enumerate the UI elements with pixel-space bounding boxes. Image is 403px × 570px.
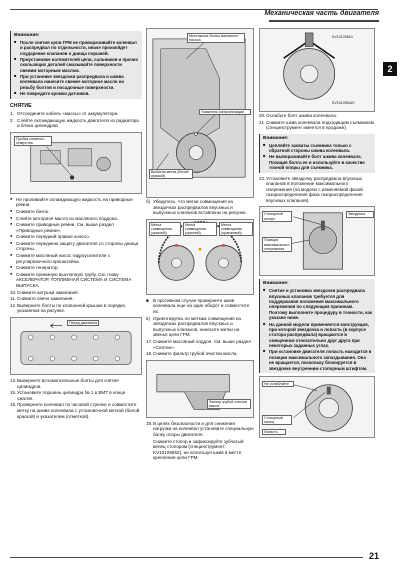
header-rule (10, 9, 378, 10)
bullet-item: Снимите приводные ремни. См. выше раздел… (10, 222, 142, 233)
warning-item: Не повредите кромки датчиков. (14, 91, 139, 96)
step-item: 21.Снимите шкив коленвала подходящим съе… (259, 119, 374, 131)
bullet-item: Слейте моторное масло из масляного поддо… (10, 216, 142, 222)
figure-callout: Позиция максимального опережения (262, 237, 292, 252)
warning-item: Не выворачивайте болт шкива коленвала. П… (263, 154, 372, 170)
warning-item: Снятие и установка звездочки распредвала… (263, 288, 372, 320)
step-item: 10.Снимите катушки зажигания. (10, 289, 79, 295)
bullet-item: Снимите приемную выхлопную трубу. См. гл… (10, 272, 142, 289)
chapter-tab: 2 (383, 62, 397, 76)
figure-callout: Звездочка (346, 211, 374, 218)
warning-box: Внимание: Снятие и установка звездочки р… (259, 279, 375, 373)
engine-block-drawing (30, 142, 122, 182)
step-item: 13.Выверните вспомогательные болты для с… (10, 378, 119, 389)
advance-position-figure: Стопорный штифт Звездочка Позиция максим… (259, 206, 375, 277)
column-left: Внимание: После снятия цепи ГРМ не прово… (10, 28, 142, 419)
warning-item: При остановке двигателя лопасть находитс… (263, 349, 372, 371)
warning-item: При установке звездочки распредвала и шк… (14, 74, 139, 90)
warning-item: На данной модели применяется конструкция… (263, 322, 372, 349)
tool-code: KV10105MU0 (332, 101, 355, 105)
figure-callout: Метка совмещения (оранжевой) (219, 221, 253, 237)
warning-title: Внимание: (14, 33, 40, 38)
sprockets-drawing (157, 221, 243, 281)
figure-callout: Пробка сливного отверстия (14, 135, 52, 146)
figure-callout: Монтажные болты масляного насоса (187, 33, 245, 44)
oil-strainer-figure: Фильтр грубой очистки масла (146, 359, 254, 418)
column-right: KV10109810 KV10105MU0 20.Ослабьте болт ш… (259, 28, 375, 441)
puller-figure: KV10109810 KV10105MU0 (259, 28, 375, 112)
drain-plug-figure: Пробка сливного отверстия (10, 131, 142, 194)
camshaft-sprocket-drawing (289, 212, 343, 270)
valve-cover-drawing (20, 323, 132, 365)
vane-drawing (293, 384, 353, 432)
step-item: Снимите стопор и зафиксируйте зубчатый в… (153, 438, 244, 461)
warning-box: Внимание: Цепляйте захваты съемника толь… (259, 133, 375, 173)
step-item: 15.Установите поршень цилиндра № 1 в ВМТ… (10, 390, 126, 401)
step-item: 12.Выверните болты по клапанной крышки в… (10, 302, 127, 314)
figure-callout: Лопасть (262, 428, 286, 436)
figure-callout: Стопорный штифт (262, 211, 292, 222)
figure-callout: Перед двигателя (67, 320, 100, 327)
warning-box: Внимание: После снятия цепи ГРМ не прово… (10, 31, 142, 99)
step-item: 22.Установите звездочку распредвала впус… (259, 175, 363, 203)
sprocket-marks-figure: Метка совмещения (красной) Метка совмеще… (146, 218, 254, 295)
step-item: 1.Отсоедините кабель «массы» от аккумуля… (10, 110, 119, 116)
substep: в)Ориентируясь по меткам совмещения на з… (146, 315, 241, 338)
step-item: 18.Снимите фильтр грубой очистки масла. (146, 351, 238, 357)
vane-lock-figure: Не ослабляйте Стопорный палец Лопасть (259, 375, 375, 438)
warning-title: Внимание: (263, 135, 289, 141)
step-item: 17.Снимите масляный поддон. См. выше раз… (146, 338, 251, 350)
bullet-item: Снимите переднюю защиту двигателя со сто… (10, 241, 142, 252)
step-item: 11.Снимите свечи зажигания. (10, 296, 74, 302)
substep: ■В противном случае проверните шкив коле… (146, 297, 250, 314)
tool-code: KV10109810 (332, 35, 353, 39)
step-item: 16.Проверните коленвал по часовой стрелк… (10, 402, 140, 419)
figure-callout: Метка совмещения (красной) (183, 221, 217, 237)
page-header-title: Механическая часть двигателя (264, 10, 379, 17)
footer-rule (10, 557, 363, 558)
page-number: 21 (368, 551, 379, 562)
figure-callout: Фильтр грубой очистки масла (207, 398, 251, 409)
bullet-item: Снимите передний правое колесо. (10, 234, 142, 240)
warning-title: Внимание: (263, 281, 289, 287)
figure-callout: Метка совмещения (красной) (149, 221, 181, 237)
section-heading: СНЯТИЕ (10, 102, 32, 109)
warning-item: Цепляйте захваты съемника только с обрат… (263, 143, 372, 154)
bullet-item: Снимите генератор. (10, 265, 142, 271)
bullet-item: Снимите масляный насос гидроусилителя с … (10, 253, 142, 264)
oil-pump-drawing (152, 38, 246, 178)
pulley-puller-drawing (283, 32, 336, 100)
step-item: 20.Ослабьте болт шкива коленвала. (259, 113, 338, 118)
warning-item: После снятия цепи ГРМ не проворачивайте … (14, 40, 139, 56)
pump-timing-figure: Монтажные болты масляного насоса Указате… (146, 28, 254, 198)
bullet-item: Не проливайте охлаждающую жидкость на пр… (10, 197, 142, 208)
column-middle: Монтажные болты масляного насоса Указате… (146, 28, 254, 461)
figure-callout: Указатель синхронизации (199, 109, 251, 116)
step-item: 2.Слейте охлаждающую жидкость двигателя … (10, 117, 139, 129)
step-item: 19.В целях безопасности и для снижения н… (146, 420, 254, 437)
warning-item: Приустановке натяжителей цепи, сальников… (14, 57, 139, 73)
bullet-item: Снимите бачок. (10, 209, 142, 215)
bolt-order-figure: Перед двигателя (10, 317, 142, 375)
header-bar (269, 20, 379, 22)
figure-callout: Стопорный палец (262, 414, 292, 426)
figure-callout: Не ослабляйте (262, 380, 294, 388)
substep: б)Убедитесь, что метки совмещения на зве… (146, 199, 247, 216)
figure-callout: Выбитая метка (белой краской) (149, 169, 193, 180)
